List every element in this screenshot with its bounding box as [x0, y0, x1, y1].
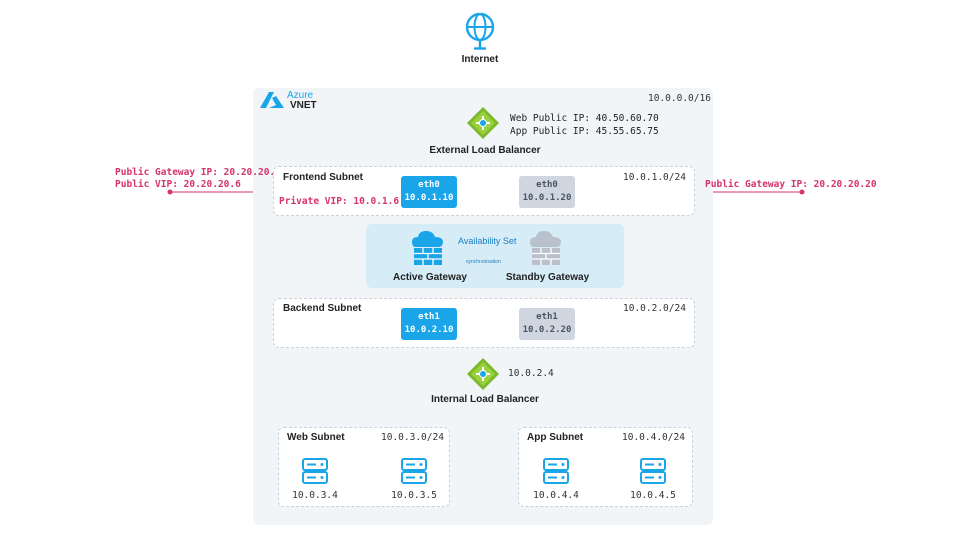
standby-gateway-label: Standby Gateway — [505, 272, 590, 283]
app-subnet-label: App Subnet — [527, 432, 584, 443]
nic-name: eth0 — [418, 180, 440, 190]
external-lb-label: External Load Balancer — [429, 145, 541, 156]
nic-name: eth0 — [536, 180, 558, 190]
vnet-brand: Azure — [287, 90, 314, 101]
external-load-balancer-icon — [466, 106, 500, 145]
standby-backend-nic: eth1 10.0.2.20 — [519, 308, 575, 340]
nic-ip: 10.0.2.10 — [404, 325, 454, 335]
nic-name: eth1 — [418, 312, 440, 322]
app-public-ip: App Public IP: 45.55.65.75 — [510, 126, 659, 137]
left-gateway-labels: Public Gateway IP: 20.20.20.10 Public VI… — [115, 167, 287, 191]
internet-globe-icon — [465, 12, 495, 55]
web-subnet-cidr: 10.0.3.0/24 — [381, 432, 444, 443]
availability-set-label: Availability Set — [458, 236, 517, 246]
azure-logo-icon — [260, 92, 284, 113]
web-subnet — [278, 427, 450, 507]
backend-subnet-label: Backend Subnet — [283, 303, 362, 314]
standby-gateway-firewall-icon — [528, 229, 564, 272]
backend-subnet — [273, 298, 695, 348]
right-public-gateway-ip: Public Gateway IP: 20.20.20.20 — [705, 179, 877, 190]
private-vip: Private VIP: 10.0.1.6 — [279, 196, 400, 207]
web-server-icon — [401, 458, 427, 489]
nic-ip: 10.0.1.20 — [522, 193, 572, 203]
internal-lb-label: Internal Load Balancer — [431, 394, 539, 405]
backend-subnet-cidr: 10.0.2.0/24 — [623, 303, 686, 314]
internal-lb-ip: 10.0.2.4 — [508, 368, 554, 379]
availability-set — [366, 224, 624, 288]
frontend-subnet-label: Frontend Subnet — [283, 172, 363, 183]
internet-label: Internet — [461, 54, 499, 65]
web-server-ip: 10.0.3.5 — [391, 490, 437, 501]
vnet-name: VNET — [290, 100, 317, 111]
external-lb-ips: Web Public IP: 40.50.60.70 App Public IP… — [510, 112, 659, 138]
active-backend-nic: eth1 10.0.2.10 — [401, 308, 457, 340]
frontend-subnet-cidr: 10.0.1.0/24 — [623, 172, 686, 183]
nic-name: eth1 — [536, 312, 558, 322]
app-server-icon — [640, 458, 666, 489]
app-server-ip: 10.0.4.4 — [533, 490, 579, 501]
app-server-ip: 10.0.4.5 — [630, 490, 676, 501]
internal-load-balancer-icon — [466, 357, 500, 396]
active-gateway-firewall-icon — [410, 229, 446, 272]
left-public-vip: Public VIP: 20.20.20.6 — [115, 179, 241, 190]
nic-ip: 10.0.2.20 — [522, 325, 572, 335]
web-subnet-label: Web Subnet — [287, 432, 345, 443]
vnet-cidr: 10.0.0.0/16 — [648, 93, 711, 104]
app-subnet-cidr: 10.0.4.0/24 — [622, 432, 685, 443]
left-public-gateway-ip: Public Gateway IP: 20.20.20.10 — [115, 167, 287, 178]
web-public-ip: Web Public IP: 40.50.60.70 — [510, 113, 659, 124]
nic-ip: 10.0.1.10 — [404, 193, 454, 203]
web-server-icon — [302, 458, 328, 489]
frontend-subnet — [273, 166, 695, 216]
app-subnet — [518, 427, 693, 507]
web-server-ip: 10.0.3.4 — [292, 490, 338, 501]
active-gateway-label: Active Gateway — [393, 272, 467, 283]
active-frontend-nic: eth0 10.0.1.10 — [401, 176, 457, 208]
app-server-icon — [543, 458, 569, 489]
sync-label: synchronisation — [466, 259, 501, 265]
standby-frontend-nic: eth0 10.0.1.20 — [519, 176, 575, 208]
